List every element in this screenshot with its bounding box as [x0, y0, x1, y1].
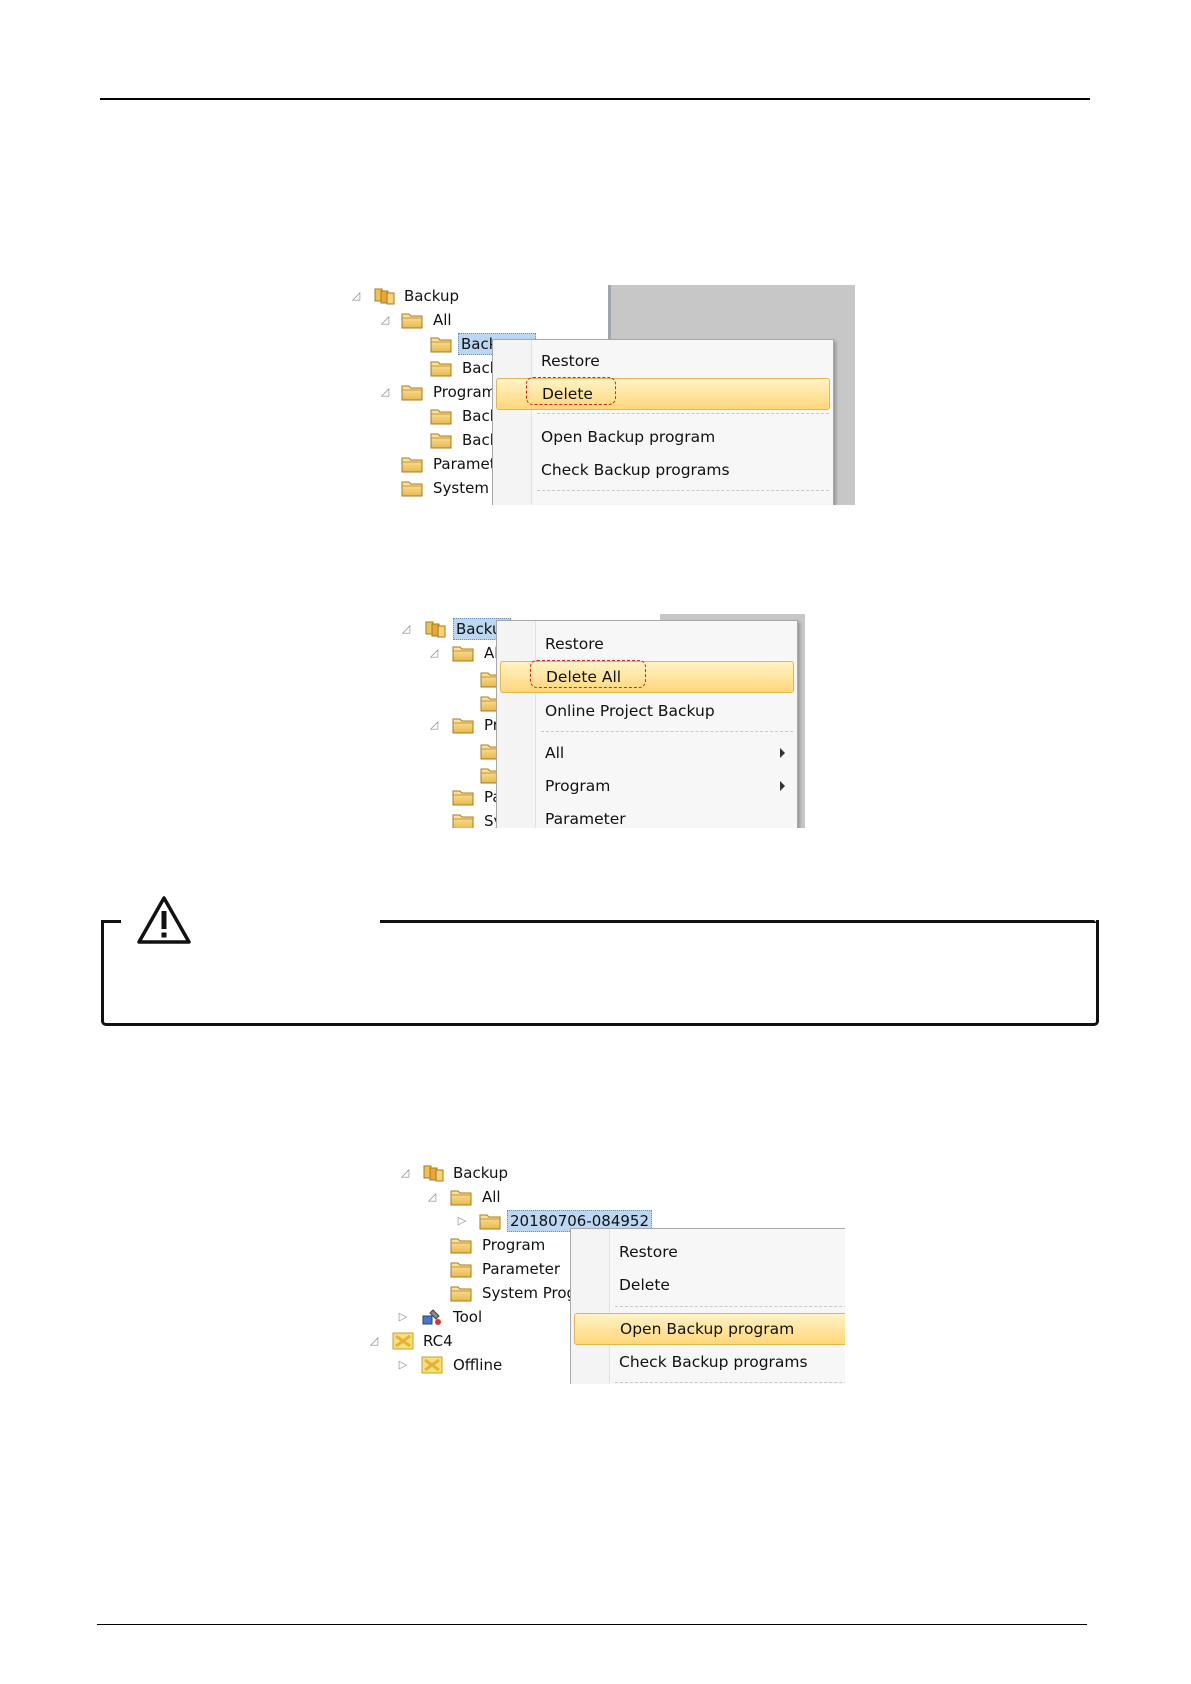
menu-item-all[interactable]: All: [497, 738, 797, 768]
menu-gutter: [571, 1229, 610, 1384]
menu-gutter: [493, 340, 532, 505]
menu-separator: [615, 1382, 845, 1383]
menu-item-label: All: [545, 744, 565, 762]
submenu-arrow-icon: [780, 781, 785, 791]
tree-item-label: System Prog: [482, 1284, 577, 1302]
tree-item-label: Offline: [453, 1356, 503, 1374]
warning-box-border: [101, 920, 121, 923]
callout-highlight: [526, 377, 616, 405]
menu-item-label: Program: [545, 777, 611, 795]
menu-item-restore[interactable]: Restore: [541, 352, 600, 370]
tree-item-label: System I: [433, 479, 499, 497]
expand-triangle-icon[interactable]: ◿: [380, 313, 390, 326]
expand-triangle-icon[interactable]: ◿: [369, 1334, 379, 1347]
folder-icon: [452, 644, 474, 662]
folder-icon: [430, 335, 452, 353]
folder-icon: [450, 1236, 472, 1254]
screenshot-open-backup-program: ◿ Backup ◿ All ▷ 20180706-084952 Program…: [365, 1162, 845, 1384]
tree-item-label: Back: [462, 431, 499, 449]
tree-item-label: RC4: [423, 1332, 453, 1350]
tree-item-label: Program: [482, 1236, 546, 1254]
folder-icon: [401, 455, 423, 473]
screenshot-delete-backup: ◿ Backup ◿ All Back Back ◿ Program Back …: [350, 285, 855, 505]
folder-icon: [430, 431, 452, 449]
menu-item-delete[interactable]: Delete: [619, 1276, 670, 1294]
folder-icon: [401, 479, 423, 497]
menu-item-open-backup-program[interactable]: Open Backup program: [574, 1313, 845, 1345]
tree-item-label: All: [482, 1188, 501, 1206]
menu-item-program[interactable]: Program: [497, 771, 797, 801]
tree-item-label: Back: [462, 359, 499, 377]
folder-icon: [430, 407, 452, 425]
tool-icon: [421, 1308, 443, 1326]
menu-item-check-backup-programs[interactable]: Check Backup programs: [619, 1353, 808, 1371]
robot-controller-icon: [392, 1332, 414, 1350]
menu-item-check-backup-programs[interactable]: Check Backup programs: [541, 461, 730, 479]
menu-separator: [615, 1306, 845, 1307]
expand-triangle-icon[interactable]: ◿: [429, 646, 439, 659]
expand-triangle-icon[interactable]: ◿: [380, 385, 390, 398]
folder-icon: [450, 1284, 472, 1302]
tree-item-label: Pr: [484, 716, 499, 734]
warning-box-border: [380, 920, 1096, 923]
folder-icon: [450, 1188, 472, 1206]
expand-triangle-icon[interactable]: ◿: [400, 1166, 410, 1179]
tree-item-label: All: [433, 311, 452, 329]
tree-item-label: Parameter: [482, 1260, 561, 1278]
screenshot-delete-all: ◿ Backu ◿ Al ◿ Pr Pa Sy Restore Delete A…: [400, 614, 805, 828]
tree-item-label: Program: [433, 383, 497, 401]
context-menu: Restore Delete Open Backup program Check…: [570, 1228, 845, 1384]
tree-item-label: Backup: [404, 287, 459, 305]
menu-gutter: [497, 621, 536, 828]
menu-item-restore[interactable]: Restore: [545, 635, 604, 653]
expand-triangle-icon[interactable]: ▷: [457, 1214, 467, 1227]
expand-triangle-icon[interactable]: ◿: [429, 718, 439, 731]
context-menu: Restore Delete Open Backup program Check…: [492, 339, 834, 505]
tree-item-label: Paramet: [433, 455, 496, 473]
warning-box: [101, 920, 1099, 1026]
folder-icon: [452, 716, 474, 734]
backup-db-icon: [425, 620, 447, 638]
footer-rule: [97, 1624, 1087, 1625]
tree-item-label: Al: [484, 644, 499, 662]
folder-icon: [479, 1212, 501, 1230]
folder-icon: [430, 359, 452, 377]
menu-item-open-backup-program[interactable]: Open Backup program: [541, 428, 716, 446]
callout-highlight: [530, 660, 646, 688]
folder-icon: [452, 812, 474, 828]
tree-item-label: Backup: [453, 1164, 508, 1182]
context-menu: Restore Delete All Online Project Backup…: [496, 620, 798, 828]
submenu-arrow-icon: [780, 748, 785, 758]
menu-item-online-project-backup[interactable]: Online Project Backup: [545, 702, 715, 720]
tree-item-label: Tool: [453, 1308, 483, 1326]
expand-triangle-icon[interactable]: ◿: [427, 1190, 437, 1203]
menu-item-parameter[interactable]: Parameter: [545, 810, 626, 828]
expand-triangle-icon[interactable]: ◿: [351, 289, 361, 302]
menu-separator: [537, 413, 829, 414]
expand-triangle-icon[interactable]: ▷: [398, 1310, 408, 1323]
robot-controller-icon: [421, 1356, 443, 1374]
backup-db-icon: [374, 287, 396, 305]
menu-item-restore[interactable]: Restore: [619, 1243, 678, 1261]
menu-separator: [541, 731, 793, 732]
folder-icon: [452, 788, 474, 806]
folder-icon: [450, 1260, 472, 1278]
expand-triangle-icon[interactable]: ▷: [398, 1358, 408, 1371]
expand-triangle-icon[interactable]: ◿: [401, 622, 411, 635]
backup-db-icon: [423, 1164, 445, 1182]
header-rule: [100, 98, 1090, 100]
warning-triangle-icon: [137, 896, 191, 944]
tree-item-label: Back: [462, 407, 499, 425]
menu-separator: [537, 490, 829, 491]
folder-icon: [401, 311, 423, 329]
folder-icon: [401, 383, 423, 401]
